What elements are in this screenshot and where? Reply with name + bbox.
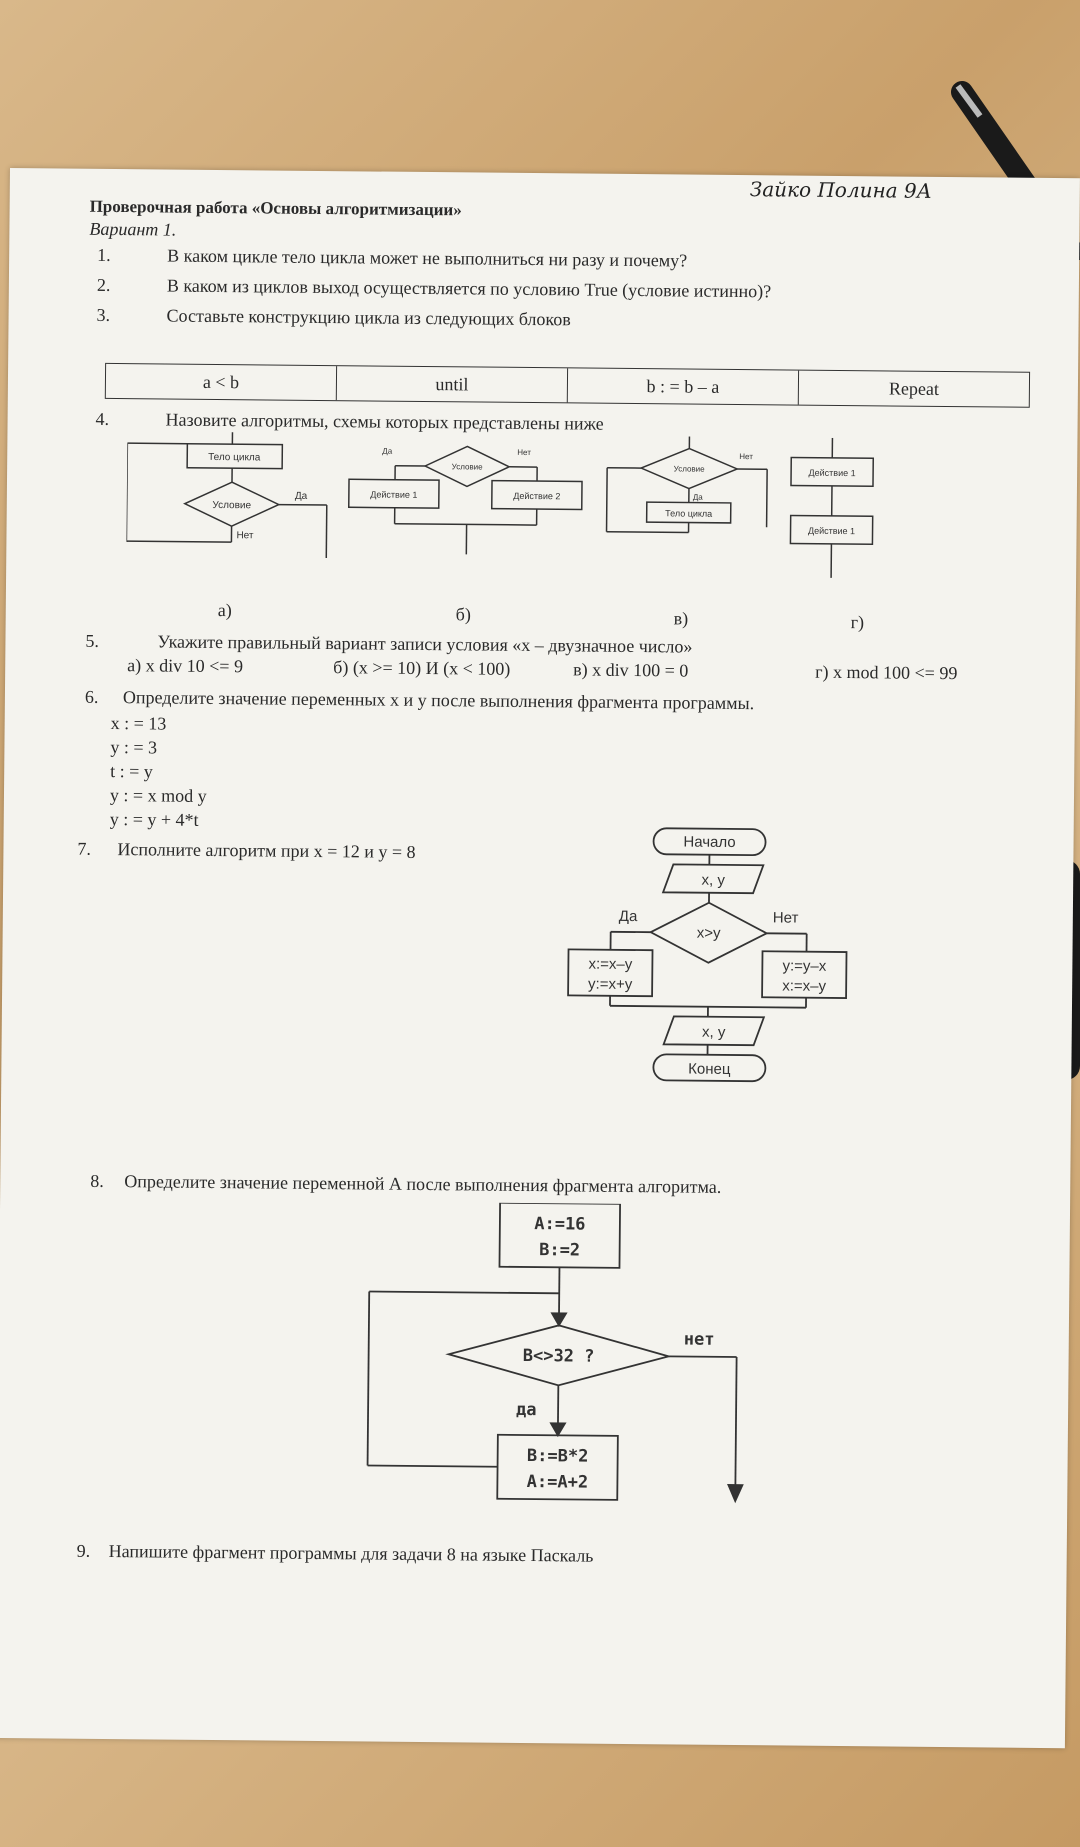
q4d-action2-text: Действие 1 <box>808 526 855 536</box>
q4a-no-label: Нет <box>236 530 254 541</box>
q3-text: Составьте конструкцию цикла из следующих… <box>166 305 571 330</box>
q1-text: В каком цикле тело цикла может не выполн… <box>167 245 688 271</box>
q6-code-line: t : = y <box>110 760 153 782</box>
q6-code-line: x : = 13 <box>110 712 167 734</box>
q4c-no-label: Нет <box>739 452 753 461</box>
q4b-condition-diamond <box>423 445 511 488</box>
q4c-body-box <box>645 501 732 524</box>
q6-number: 6. <box>84 686 99 707</box>
q4a-body-text: Тело цикла <box>208 452 261 464</box>
q8-yes-label: да <box>516 1400 537 1420</box>
q6-code-line: y : = y + 4*t <box>109 808 199 830</box>
q7-output-text: x, y <box>702 1024 726 1041</box>
q7-start-text: Начало <box>683 833 735 851</box>
q4b-action1-box <box>348 478 440 509</box>
q8-condition-text: B<>32 ? <box>523 1346 595 1367</box>
q5-option-a: а) x div 10 <= 9 <box>127 655 244 677</box>
q4b-no-label: Нет <box>517 448 531 457</box>
q8-text: Определите значение переменной А после в… <box>124 1171 722 1197</box>
q4a-condition-text: Условие <box>212 500 251 511</box>
page-title: Проверочная работа «Основы алгоритмизаци… <box>89 196 462 220</box>
q7-condition-text: x>y <box>697 925 721 942</box>
q8-body-line2: A:=A+2 <box>527 1472 589 1493</box>
q3-number: 3. <box>96 304 111 325</box>
q7-yes-label: Да <box>619 908 638 925</box>
q4b-condition-text: Условие <box>452 462 484 471</box>
q8-body-line1: B:=B*2 <box>527 1446 589 1467</box>
q4-text: Назовите алгоритмы, схемы которых предст… <box>165 409 604 434</box>
q6-code-line: y : = 3 <box>110 736 158 758</box>
q2-number: 2. <box>96 274 111 295</box>
q3-block: a < b <box>105 363 338 401</box>
q8-flowchart: A:=16 B:=2 B<>32 ? нет да B:=B*2 A:=A+2 <box>366 1201 744 1504</box>
q1-number: 1. <box>97 244 111 265</box>
q3-block: b : = b – a <box>567 368 800 405</box>
q7-right-line1: y:=y–x <box>782 957 826 974</box>
q4b-action2-text: Действие 2 <box>513 491 560 501</box>
q7-end-text: Конец <box>688 1061 731 1078</box>
q7-text: Исполните алгоритм при х = 12 и у = 8 <box>117 839 416 862</box>
q5-option-b: б) (x >= 10) И (x < 100) <box>333 657 511 679</box>
q7-left-line1: x:=x–y <box>588 956 632 973</box>
q4b-action1-text: Действие 1 <box>370 489 417 499</box>
q4d-label: г) <box>850 612 865 633</box>
variant-label: Вариант 1. <box>89 218 177 240</box>
q4-number: 4. <box>95 408 110 429</box>
q5-option-d: г) x mod 100 <= 99 <box>815 661 958 684</box>
handwritten-signature: Зайко Полина 9А <box>749 177 932 203</box>
q3-block: Repeat <box>888 377 940 399</box>
q4c-yes-label: Да <box>693 493 704 502</box>
worksheet-paper: Зайко Полина 9А Проверочная работа «Осно… <box>0 168 1080 1749</box>
q3-block: until <box>336 366 569 403</box>
q7-no-label: Нет <box>773 909 799 926</box>
q7-right-process-box <box>761 950 848 999</box>
q4d-action1-text: Действие 1 <box>809 468 856 478</box>
q4-flowcharts: Тело цикла Условие Да Нет Да Нет Условие… <box>125 432 875 578</box>
q4c-condition-text: Условие <box>674 464 706 473</box>
q8-no-label: нет <box>684 1330 715 1350</box>
q4c-body-text: Тело цикла <box>665 508 712 518</box>
q4a-body-box <box>186 442 284 470</box>
q7-condition-diamond <box>648 901 769 964</box>
q4b-yes-label: Да <box>382 447 393 456</box>
q8-init-line1: A:=16 <box>534 1214 585 1234</box>
q5-option-c: в) x div 100 = 0 <box>573 659 689 681</box>
q7-number: 7. <box>77 838 92 859</box>
q8-init-line2: B:=2 <box>539 1240 580 1260</box>
q7-flowchart: Начало x, y Да Нет x>y x:=x–y y:=x+y y:=… <box>567 827 848 1083</box>
q9-text: Напишите фрагмент программы для задачи 8… <box>108 1541 594 1566</box>
q5-number: 5. <box>85 630 100 651</box>
q6-text: Определите значение переменных х и у пос… <box>122 687 755 714</box>
q4a-yes-label: Да <box>295 491 308 502</box>
q4b-label: б) <box>455 604 471 625</box>
q7-right-line2: x:=x–y <box>782 977 826 994</box>
q3-blocks-table: a < b until b : = b – a Repeat <box>104 362 1031 408</box>
q4c-label: в) <box>673 608 689 629</box>
q7-input-parallelogram <box>661 863 765 895</box>
q6-code-line: y : = x mod y <box>109 784 207 806</box>
q8-number: 8. <box>90 1170 104 1191</box>
q6-code-block: x : = 13 y : = 3 t : = y y : = x mod y y… <box>110 711 208 832</box>
q9-number: 9. <box>76 1540 91 1561</box>
q7-output-parallelogram <box>662 1015 766 1047</box>
q7-input-text: x, y <box>701 872 725 889</box>
q2-text: В каком из циклов выход осуществляется п… <box>166 275 772 302</box>
q4a-label: а) <box>217 600 232 621</box>
q5-text: Укажите правильный вариант записи услови… <box>157 631 693 657</box>
q7-left-line2: y:=x+y <box>588 976 633 993</box>
q7-end-terminal <box>652 1053 767 1083</box>
